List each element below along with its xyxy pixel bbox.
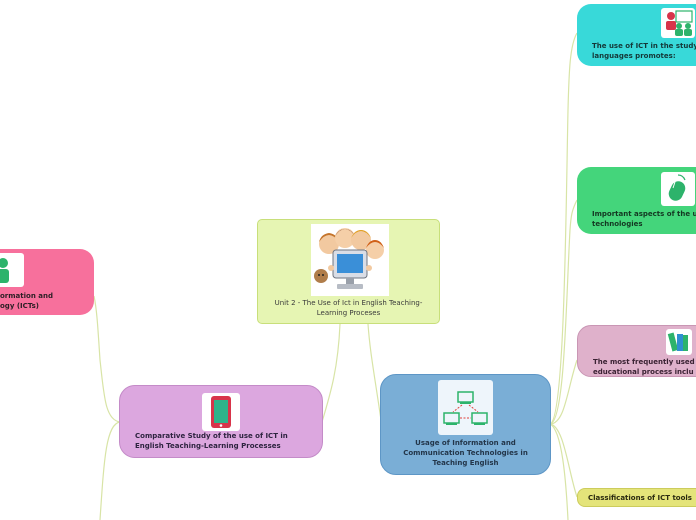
link-central-compare	[321, 323, 341, 423]
ict-classifications-label: Classifications of ICT tools	[588, 494, 692, 502]
important-aspects-topic[interactable]: Important aspects of the u technologies	[577, 167, 696, 234]
link-ict-right-1	[549, 32, 578, 425]
mouse-icon	[661, 172, 695, 206]
central-topic[interactable]: Unit 2 - The Use of Ict in English Teach…	[257, 219, 440, 324]
ict-promotes-topic[interactable]: The use of ICT in the study languages pr…	[577, 4, 696, 66]
frequently-used-topic[interactable]: The most frequently used educational pro…	[577, 325, 696, 377]
ict-classifications-topic[interactable]: Classifications of ICT tools	[577, 488, 696, 507]
link-ict-down	[549, 423, 569, 520]
ict-definition-label-line1: ormation and	[0, 292, 53, 300]
tablet-icon	[202, 393, 240, 431]
books-icon	[666, 329, 692, 355]
network-icon	[438, 380, 493, 435]
comparative-study-label: Comparative Study of the use of ICT in E…	[135, 432, 288, 450]
central-topic-label: Unit 2 - The Use of Ict in English Teach…	[274, 299, 423, 317]
ict-usage-label: Usage of Information and Communication T…	[403, 439, 528, 467]
comparative-study-topic[interactable]: Comparative Study of the use of ICT in E…	[119, 385, 323, 458]
important-aspects-label: Important aspects of the u technologies	[592, 210, 696, 228]
teacher-students-icon	[661, 8, 695, 38]
ict-usage-topic[interactable]: Usage of Information and Communication T…	[380, 374, 551, 475]
ict-promotes-label: The use of ICT in the study languages pr…	[592, 42, 696, 60]
link-ict-right-2	[549, 199, 578, 425]
ict-definition-topic[interactable]: ormation and ogy (ICTs)	[0, 249, 94, 315]
person-icon	[0, 253, 24, 287]
children-computer-icon	[311, 224, 389, 296]
link-ict-right-4	[549, 423, 578, 498]
link-ict-right-3	[549, 359, 578, 425]
ict-definition-label-line2: ogy (ICTs)	[0, 302, 39, 310]
frequently-used-label: The most frequently used educational pro…	[593, 358, 695, 376]
link-central-ict	[367, 323, 382, 421]
link-compare-down	[99, 421, 121, 520]
link-compare-left	[93, 295, 121, 423]
